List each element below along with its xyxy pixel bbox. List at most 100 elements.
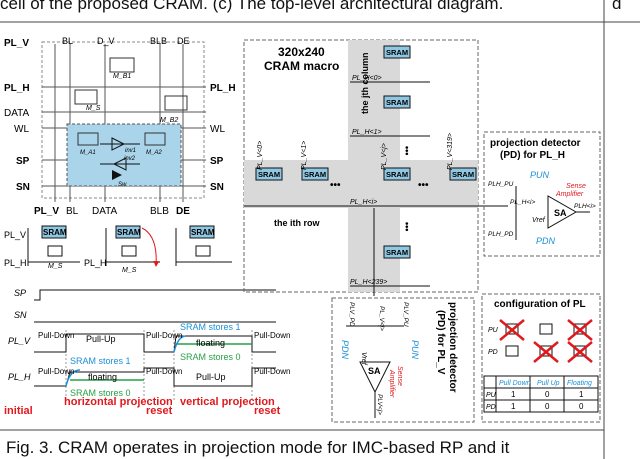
timing-pl-h: PL_H	[8, 372, 31, 382]
col-pl-h-0: PL_H<0>	[352, 75, 382, 82]
pd-h-plh-i: PLH<i>	[574, 203, 596, 210]
col-sram-1	[383, 45, 411, 59]
mini-ms-1: M_S	[48, 263, 63, 270]
switch-sw	[112, 170, 122, 180]
sram-latch-region	[66, 123, 182, 187]
macro-title-2: CRAM macro	[264, 59, 339, 73]
pd-h-title-1: projection detector	[490, 138, 581, 149]
pin-wl-left: WL	[14, 124, 29, 135]
config-pair-2	[533, 323, 559, 363]
mini-arrow	[141, 227, 160, 267]
pd-h-pdn: PDN	[536, 236, 556, 246]
config-cell-pd-pullup: 0	[545, 402, 550, 411]
top-caption: cell of the proposed CRAM. (c) The top-l…	[0, 0, 504, 13]
config-cell-pd-floating: 0	[579, 402, 584, 411]
phase-vertical: vertical projection	[180, 396, 275, 408]
col-sram-3	[383, 245, 411, 259]
plh-pullup: Pull-Up	[196, 372, 226, 382]
label-inv1: inv1	[125, 148, 136, 154]
plh-pulldown-1: Pull-Down	[38, 367, 74, 376]
col-dots-1: •••	[402, 146, 412, 155]
pd-h-sense-1: Sense	[566, 183, 586, 190]
timing-sp: SP	[14, 288, 26, 298]
bottom-caption: Fig. 3. CRAM operates in projection mode…	[6, 438, 510, 457]
config-cell-pu-pullup: 0	[545, 390, 550, 399]
config-boundary	[481, 293, 601, 423]
pd-v-title-2: (PD) for PL_V	[435, 310, 446, 375]
pd-v-plv-pu: PLV_PU	[402, 302, 409, 327]
transistor-ma2	[144, 132, 166, 146]
timing-pl-v: PL_V	[8, 336, 31, 346]
row-sram-2	[301, 167, 329, 181]
col-sram-2	[383, 95, 411, 109]
transistor-mb2	[164, 95, 188, 111]
label-mb2: M_B2	[160, 117, 178, 124]
row-pl-v-319: PL_V<319>	[447, 133, 454, 170]
pd-for-pl-h: projection detector (PD) for PL_H SA PLH…	[483, 131, 601, 257]
macro-row-band	[244, 160, 478, 208]
mini-sram-2-label: SRAM	[117, 228, 141, 237]
transistor-mb1	[109, 57, 135, 73]
pin-sp-left: SP	[16, 156, 30, 167]
mini-sram-1	[41, 225, 67, 239]
right-caption-fragment: d	[612, 0, 622, 13]
plv-pulldown-2: Pull-Down	[146, 331, 182, 340]
plh-pulldown-2: Pull-Down	[146, 367, 182, 376]
col-dots-2: •••	[402, 222, 412, 231]
macro-title-1: 320x240	[278, 45, 325, 59]
row-sram-4-label: SRAM	[452, 170, 474, 179]
label-ma1: M_A1	[80, 150, 96, 156]
plh-sram-0: SRAM stores 0	[70, 388, 131, 398]
plv-floating: floating	[196, 338, 225, 348]
pd-h-title-2: (PD) for PL_H	[500, 150, 565, 161]
plv-pulldown-3: Pull-Down	[254, 331, 290, 340]
pd-v-title-1: projection detector	[447, 302, 458, 393]
mini-pl-h-1: PL_H	[4, 258, 27, 268]
transistor-ma1	[77, 132, 99, 146]
mini-sram-2	[115, 225, 141, 239]
plv-sram-1: SRAM stores 1	[180, 322, 241, 332]
plv-sram-0: SRAM stores 0	[180, 352, 241, 362]
mini-ms-2: M_S	[122, 267, 137, 274]
cell-schematic: PL_V PL_H DATA WL SP SN PL_H WL SP SN BL…	[4, 36, 236, 217]
timing-diagram: SP SN PL_V PL_H Pull-Down Pull-Up Pul	[4, 288, 290, 417]
config-header-floating: Floating	[567, 380, 592, 387]
wave-sp	[34, 289, 276, 301]
row-pl-v-j: PL_V<j>	[381, 143, 388, 170]
mini-diagrams: SRAM PL_V PL_H M_S SRAM PL_H M_S SRAM	[4, 225, 232, 274]
col-sram-1-label: SRAM	[386, 48, 408, 57]
transistor-ms	[74, 89, 98, 105]
plv-pulldown-1a: Pull-Down	[38, 331, 74, 340]
phase-initial: initial	[4, 405, 33, 417]
pin-sp-right: SP	[210, 156, 224, 167]
pd-v-pl-v-j: PL_V<j>	[378, 306, 385, 331]
pin-pl-h-right: PL_H	[210, 83, 236, 94]
phase-reset-2: reset	[254, 405, 281, 417]
config-cell-pu-pulldown: 1	[511, 390, 516, 399]
plh-sram-1: SRAM stores 1	[70, 356, 131, 366]
label-inv2: inv2	[124, 156, 136, 162]
plh-pulldown-3: Pull-Down	[254, 367, 290, 376]
label-mb1: M_B1	[113, 73, 131, 80]
row-pl-v-1: PL_V<1>	[301, 141, 308, 170]
pd-v-sa-label: SA	[368, 366, 381, 376]
jth-column-label: the jth column	[360, 53, 370, 115]
row-sram-1-label: SRAM	[258, 170, 280, 179]
pd-h-pun: PUN	[530, 170, 550, 180]
row-sram-1	[255, 167, 283, 181]
pd-v-sense-1: Sense	[396, 366, 403, 386]
pin-de-top: DE	[177, 36, 190, 46]
row-pl-v-0: PL_V<0>	[257, 141, 264, 170]
row-dots-2: •••	[418, 180, 429, 191]
pin-data-left: DATA	[4, 108, 30, 119]
config-header-pullup: Pull Up	[537, 380, 560, 387]
pin-pl-v-bottom: PL_V	[34, 206, 59, 217]
timing-sn: SN	[14, 310, 27, 320]
row-sram-4	[449, 167, 477, 181]
pin-bl-top: BL	[62, 36, 73, 46]
pd-v-pdn: PDN	[340, 340, 350, 360]
col-sram-3-label: SRAM	[386, 248, 408, 257]
mini-sram-3	[189, 225, 215, 239]
phase-horizontal: horizontal projection	[64, 396, 173, 408]
pd-v-vref: Vref	[360, 352, 367, 366]
